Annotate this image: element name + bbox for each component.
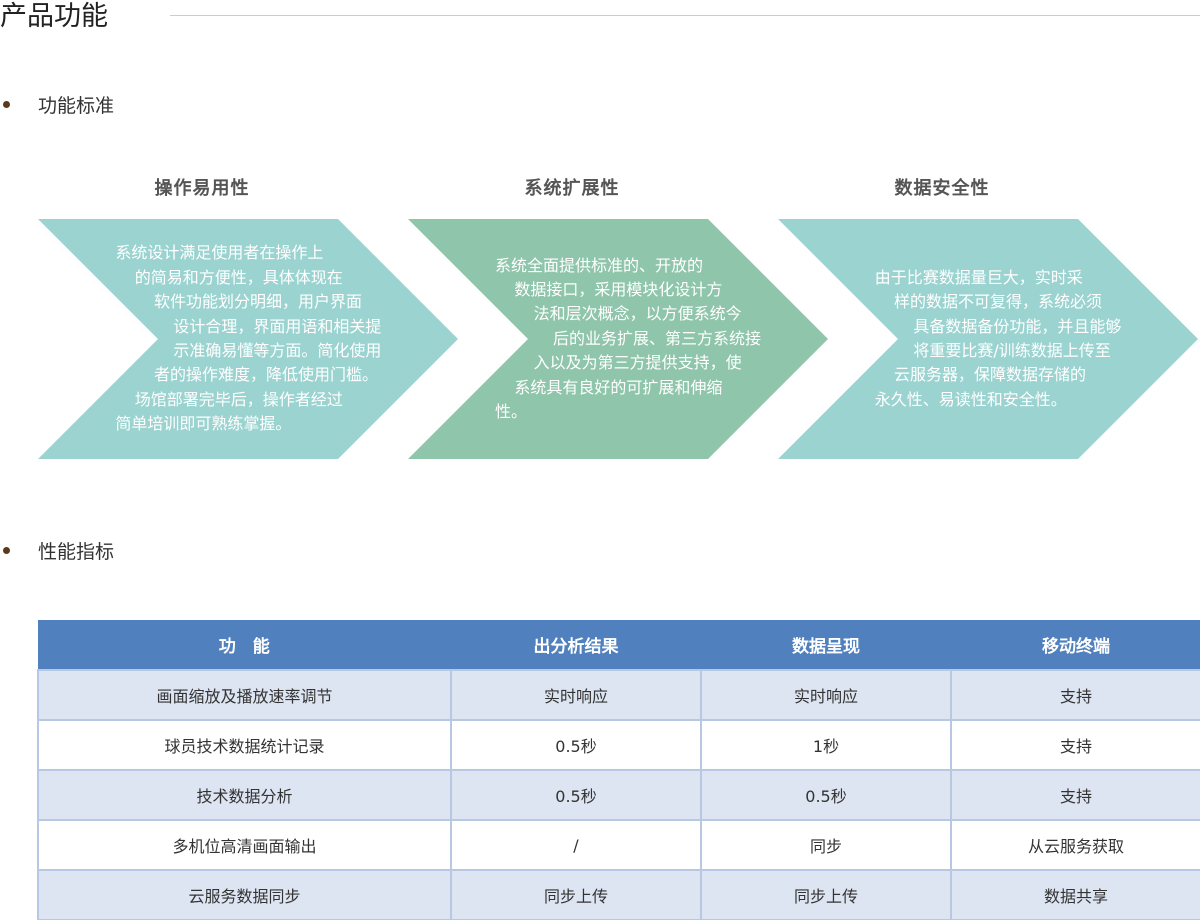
title-divider [170, 15, 1200, 16]
feature-text-line: 软件功能划分明细，用户界面 [154, 292, 363, 312]
table-cell: 画面缩放及播放速率调节 [37, 669, 452, 721]
table-row: 技术数据分析 0.5秒 0.5秒 支持 [37, 769, 1200, 821]
feature-text-usability: 系统设计满足使用者在操作上的简易和方便性，具体体现在软件功能划分明细，用户界面设… [38, 219, 458, 459]
table-cell: 支持 [950, 769, 1200, 821]
feature-text-line: 者的操作难度，降低使用门槛。 [154, 365, 379, 385]
feature-text-line: 样的数据不可复得，系统必须 [894, 292, 1103, 312]
table-cell: 支持 [950, 719, 1200, 771]
chevron-shape [408, 219, 828, 459]
section-standards-title: 功能标准 [38, 94, 115, 117]
bullet-icon [3, 546, 10, 554]
feature-text-line: 将重要比赛/训练数据上传至 [913, 341, 1111, 360]
table-cell: / [450, 819, 702, 871]
section-metrics-header: 性能指标 [0, 536, 114, 564]
column-header-analysis-result: 出分析结果 [451, 620, 702, 670]
feature-text-line: 设计合理，界面用语和相关提 [173, 316, 382, 336]
feature-text-line: 入以及为第三方提供支持，使 [533, 353, 742, 373]
table-cell: 0.5秒 [450, 769, 702, 821]
feature-text-security: 由于比赛数据量巨大，实时采样的数据不可复得，系统必须具备数据备份功能，并且能够将… [778, 219, 1198, 459]
feature-text-line: 系统具有良好的可扩展和伸缩 [514, 377, 723, 397]
feature-text-line: 后的业务扩展、第三方系统接 [553, 328, 762, 348]
section-metrics-title: 性能指标 [38, 540, 115, 563]
feature-text-line: 系统全面提供标准的、开放的 [495, 255, 704, 275]
table-row: 云服务数据同步 同步上传 同步上传 数据共享 [37, 869, 1200, 920]
feature-text-line: 数据接口，采用模块化设计方 [514, 280, 723, 299]
feature-text-line: 系统设计满足使用者在操作上 [115, 243, 324, 263]
feature-text-line: 永久性、易读性和安全性。 [874, 389, 1067, 409]
table-header-row: 功 能 出分析结果 数据呈现 移动终端 [38, 620, 1200, 670]
feature-text-line: 具备数据备份功能，并且能够 [913, 316, 1122, 336]
table-cell: 同步上传 [700, 869, 952, 920]
feature-text-line: 简单培训即可熟练掌握。 [115, 414, 292, 434]
feature-heading-extensibility: 系统扩展性 [524, 178, 620, 199]
feature-heading-security: 数据安全性 [894, 178, 990, 199]
bullet-icon [3, 100, 10, 108]
table-cell: 同步上传 [450, 869, 702, 920]
section-standards-header: 功能标准 [0, 90, 114, 118]
table-row: 多机位高清画面输出 / 同步 从云服务获取 [37, 819, 1200, 871]
table-cell: 技术数据分析 [37, 769, 452, 821]
table-cell: 云服务数据同步 [37, 869, 452, 920]
table-cell: 实时响应 [700, 669, 952, 721]
table-cell: 实时响应 [450, 669, 702, 721]
feature-chevron-security: 由于比赛数据量巨大，实时采样的数据不可复得，系统必须具备数据备份功能，并且能够将… [778, 219, 1198, 459]
feature-text-extensibility: 系统全面提供标准的、开放的数据接口，采用模块化设计方法和层次概念，以方便系统今后… [408, 219, 828, 459]
page-title: 产品功能 [0, 1, 108, 32]
feature-text-line: 的简易和方便性，具体体现在 [134, 267, 343, 287]
table-cell: 同步 [700, 819, 952, 871]
feature-text-line: 法和层次概念，以方便系统今 [533, 304, 742, 324]
table-cell: 支持 [950, 669, 1200, 721]
table-cell: 数据共享 [950, 869, 1200, 920]
column-header-data-presentation: 数据呈现 [701, 620, 952, 670]
feature-text-line: 由于比赛数据量巨大，实时采 [874, 267, 1083, 287]
feature-heading-usability: 操作易用性 [154, 178, 250, 199]
table-row: 画面缩放及播放速率调节 实时响应 实时响应 支持 [37, 669, 1200, 721]
column-header-mobile-terminal: 移动终端 [951, 620, 1200, 670]
chevron-shape [778, 219, 1198, 459]
feature-chevron-usability: 系统设计满足使用者在操作上的简易和方便性，具体体现在软件功能划分明细，用户界面设… [38, 219, 458, 459]
performance-table: 功 能 出分析结果 数据呈现 移动终端 画面缩放及播放速率调节 实时响应 实时响… [37, 620, 1200, 920]
chevron-shape [38, 219, 458, 459]
table-cell: 0.5秒 [700, 769, 952, 821]
feature-text-line: 场馆部署完毕后，操作者经过 [134, 389, 343, 409]
table-cell: 0.5秒 [450, 719, 702, 771]
table-cell: 球员技术数据统计记录 [37, 719, 452, 771]
column-header-function: 功 能 [38, 620, 452, 670]
feature-text-line: 云服务器，保障数据存储的 [894, 365, 1087, 385]
table-cell: 从云服务获取 [950, 819, 1200, 871]
table-row: 球员技术数据统计记录 0.5秒 1秒 支持 [37, 719, 1200, 771]
feature-chevron-extensibility: 系统全面提供标准的、开放的数据接口，采用模块化设计方法和层次概念，以方便系统今后… [408, 219, 828, 459]
feature-text-line: 性。 [495, 402, 528, 421]
feature-text-line: 示准确易懂等方面。简化使用 [173, 341, 382, 360]
table-cell: 多机位高清画面输出 [37, 819, 452, 871]
table-cell: 1秒 [700, 719, 952, 771]
